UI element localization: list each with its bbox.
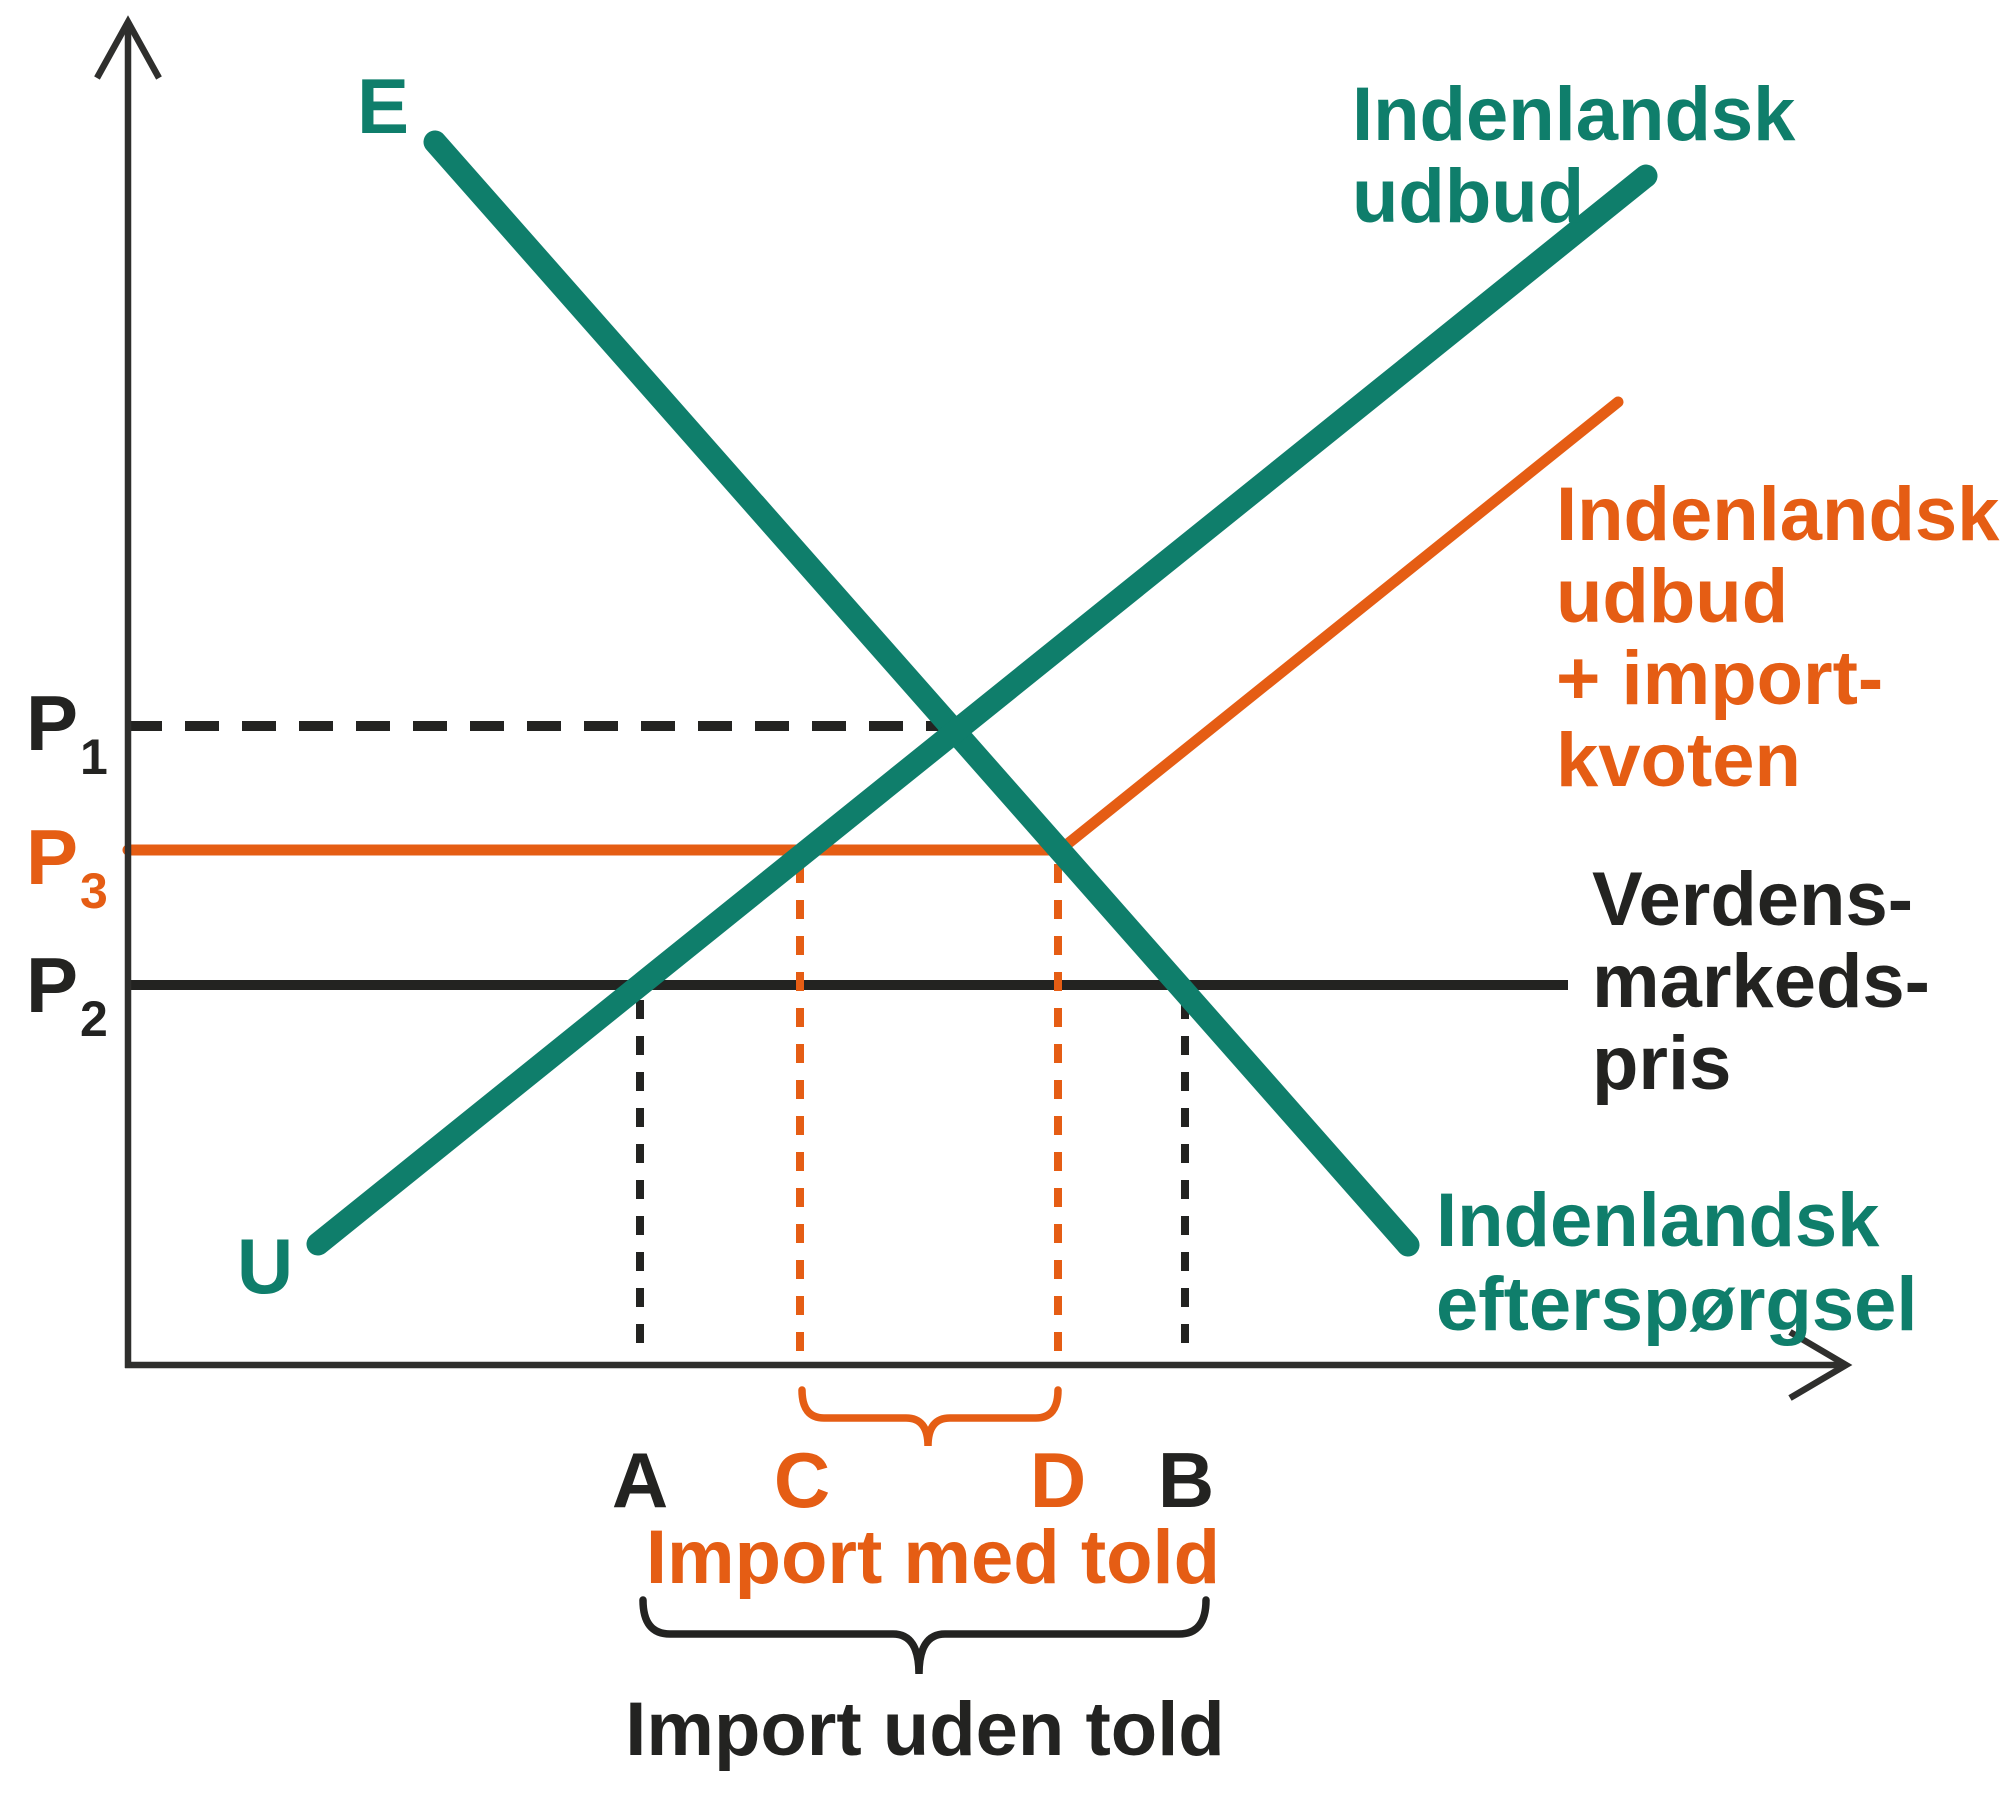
quota-curve-label-line4: kvoten: [1556, 718, 1801, 803]
demand-curve-label-line1: Indenlandsk: [1436, 1178, 1880, 1263]
quota-curve-label-line3: + import-: [1556, 636, 1883, 721]
import-with-tariff-label: Import med told: [646, 1515, 1220, 1600]
price-p1-subscript: 1: [80, 729, 108, 785]
quantity-d-label: D: [1030, 1436, 1086, 1524]
price-p1-label: P: [26, 679, 78, 767]
y-axis-arrowhead: [94, 15, 162, 80]
quantity-c-label: C: [774, 1436, 830, 1524]
price-p3-subscript: 3: [80, 863, 108, 919]
curves-and-guides-layer: [94, 15, 1853, 1675]
quota-curve-label-line2: udbud: [1556, 554, 1788, 639]
world-price-label-line2: markeds-: [1592, 939, 1930, 1024]
supply-curve-label-line2: udbud: [1352, 154, 1584, 239]
world-price-label-line3: pris: [1592, 1021, 1731, 1106]
import-without-tariff-label: Import uden told: [625, 1687, 1224, 1772]
demand-origin-label: E: [357, 62, 409, 150]
supply-origin-label: U: [237, 1222, 293, 1310]
quantity-b-label: B: [1158, 1436, 1214, 1524]
quantity-a-label: A: [612, 1436, 668, 1524]
world-price-label-line1: Verdens-: [1592, 857, 1913, 942]
quota-curve-label-line1: Indenlandsk: [1556, 472, 2000, 557]
price-p2-label: P: [26, 941, 78, 1029]
demand-curve: [423, 130, 1420, 1257]
brace-import-uden-told: [639, 1596, 1210, 1675]
supply-curve: [306, 164, 1658, 1256]
x-axis-arrowhead: [1788, 1329, 1853, 1401]
price-p2-subscript: 2: [80, 991, 108, 1047]
supply-curve-label-line1: Indenlandsk: [1352, 72, 1796, 157]
brace-import-med-told: [798, 1386, 1062, 1447]
price-p3-label: P: [26, 813, 78, 901]
demand-curve-label-line2: efterspørgsel: [1436, 1262, 1918, 1347]
